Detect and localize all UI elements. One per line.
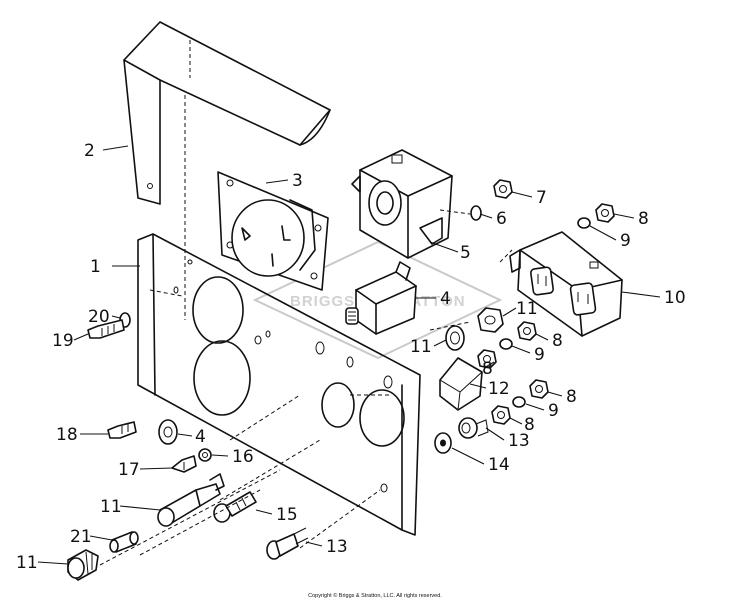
assembly-lines [99, 209, 513, 566]
callout-21: 21 [70, 527, 92, 547]
washer-11 [445, 325, 465, 351]
callout-8-lower: 8 [482, 359, 493, 379]
screw-17 [171, 455, 197, 473]
top-bracket [123, 21, 331, 320]
fuse-21 [109, 531, 139, 553]
callout-8-right: 8 [566, 387, 577, 407]
callout-labels: 2 1 3 4 5 6 7 8 9 10 11 11 8 9 8 12 8 9 … [16, 141, 686, 573]
knob-13-upper [458, 417, 489, 439]
lock-washer-9-mid [499, 338, 513, 350]
callout-13-lower: 13 [326, 537, 348, 557]
twist-lock-receptacle [217, 171, 329, 291]
callout-4-breaker: 4 [440, 289, 451, 309]
callout-20: 20 [88, 307, 110, 327]
callout-2: 2 [84, 141, 95, 161]
hex-nut-8-mid [517, 321, 537, 341]
callout-13-upper: 13 [508, 431, 530, 451]
callout-6: 6 [496, 209, 507, 229]
nut-16 [198, 448, 212, 462]
callout-9-mid: 9 [534, 345, 545, 365]
lock-washer-9-top [577, 217, 591, 229]
control-panel [137, 227, 421, 536]
hex-nut-8-small [491, 405, 511, 425]
callout-14: 14 [488, 455, 510, 475]
fuse-cap [67, 549, 99, 581]
callout-18: 18 [56, 425, 78, 445]
callout-8-top: 8 [638, 209, 649, 229]
knob-13-lower [266, 527, 309, 560]
callout-9-right: 9 [548, 401, 559, 421]
hex-nut-8-right [529, 379, 549, 399]
copyright-text: Copyright © Briggs & Stratton, LLC. All … [308, 593, 442, 599]
callout-1: 1 [90, 257, 101, 277]
fuse-holder [157, 473, 225, 527]
callout-11-nut: 11 [516, 299, 538, 319]
nut-15 [213, 491, 257, 523]
callout-11-cap: 11 [16, 553, 38, 573]
callout-11-holder: 11 [100, 497, 122, 517]
duplex-outlet [509, 231, 623, 337]
hex-nut-8-top [595, 203, 615, 223]
hex-nut-7 [493, 179, 513, 199]
callout-10: 10 [664, 288, 686, 308]
callout-16: 16 [232, 447, 254, 467]
screw-19 [87, 319, 125, 339]
nut-4-lower [158, 419, 178, 445]
callout-4-nut: 4 [195, 427, 206, 447]
callout-11-washer: 11 [410, 337, 432, 357]
callout-12: 12 [488, 379, 510, 399]
washer-14 [434, 432, 452, 454]
screw-18 [107, 421, 137, 439]
lock-washer-9-right [512, 396, 526, 408]
receptacle-box [351, 149, 453, 259]
callout-17: 17 [118, 460, 140, 480]
callout-7: 7 [536, 188, 547, 208]
callout-8-mid: 8 [552, 331, 563, 351]
callout-8-small: 8 [524, 415, 535, 435]
leader-lines [37, 145, 661, 565]
callout-9-top: 9 [620, 231, 631, 251]
lock-washer-6 [470, 205, 482, 221]
callout-15: 15 [276, 505, 298, 525]
ground-strap [439, 357, 483, 411]
callout-5: 5 [460, 243, 471, 263]
callout-19: 19 [52, 331, 74, 351]
circuit-breaker [345, 261, 417, 335]
callout-3: 3 [292, 171, 303, 191]
hex-nut-11-upper [477, 307, 504, 333]
